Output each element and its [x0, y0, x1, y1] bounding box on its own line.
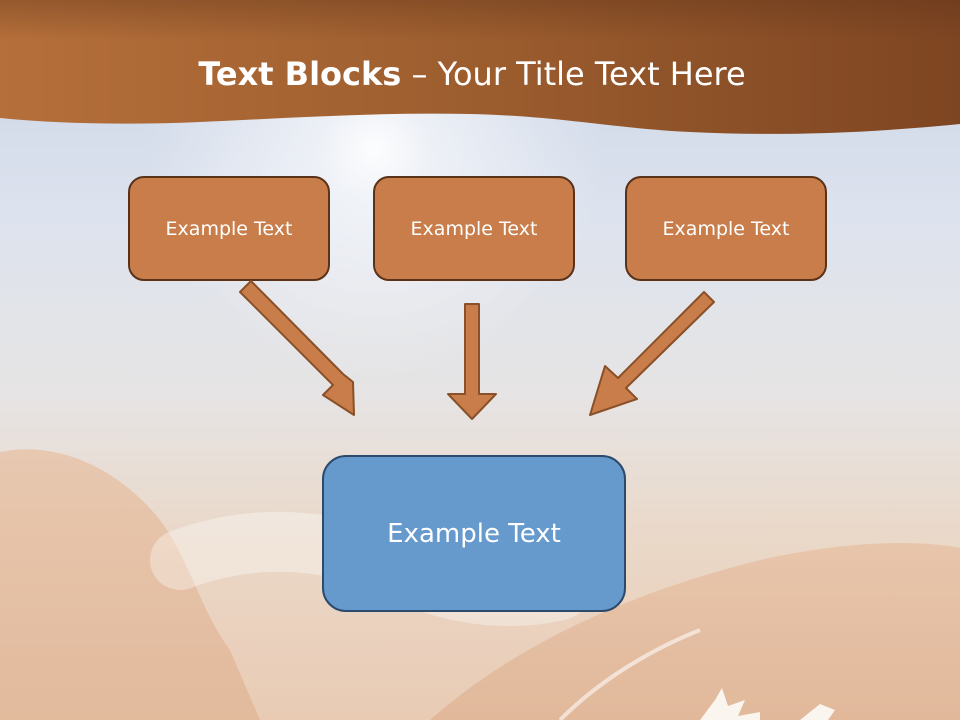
title-separator: – — [401, 55, 438, 93]
arrow-center-down — [447, 303, 497, 420]
target-block[interactable]: Example Text — [322, 455, 626, 612]
text-block-3[interactable]: Example Text — [625, 176, 827, 281]
sun-burst-corner — [700, 688, 835, 720]
title-rest: Your Title Text Here — [437, 55, 746, 93]
slide-title: Text Blocks – Your Title Text Here — [0, 52, 944, 96]
arrow-left-diagonal — [239, 280, 355, 416]
text-block-1[interactable]: Example Text — [128, 176, 330, 281]
text-block-2[interactable]: Example Text — [373, 176, 575, 281]
title-bold: Text Blocks — [198, 55, 402, 93]
header-shade — [0, 0, 960, 40]
arrow-right-diagonal — [589, 291, 715, 416]
sand-dune-left — [0, 449, 260, 720]
sand-highlight — [558, 628, 701, 720]
